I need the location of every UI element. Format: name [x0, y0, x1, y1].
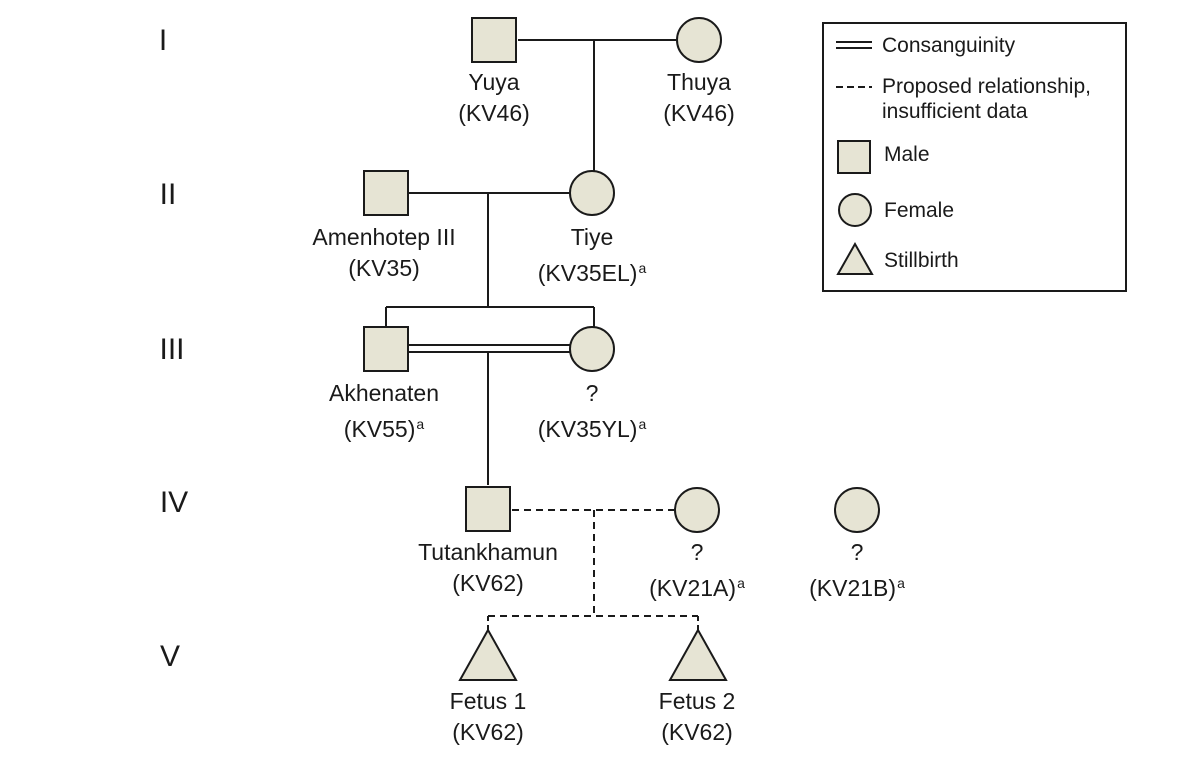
- name-kv21b: ?: [850, 539, 864, 565]
- female-symbol-kv21a: [674, 487, 720, 533]
- legend-female-icon: [838, 193, 872, 227]
- female-symbol-thuya: [676, 17, 722, 63]
- generation-label-5: V: [159, 640, 181, 673]
- label-kv21a: ? (KV21A)a: [649, 537, 745, 604]
- footnote-akhenaten: a: [416, 416, 425, 432]
- legend-consanguinity-label: Consanguinity: [882, 34, 1016, 57]
- generation-label-3: III: [159, 333, 185, 366]
- male-symbol-yuya: [471, 17, 517, 63]
- generation-label-2: II: [159, 178, 177, 211]
- label-fetus1: Fetus 1 (KV62): [450, 686, 527, 748]
- name-amenhotep: Amenhotep III: [312, 224, 456, 250]
- footnote-tiye: a: [638, 260, 647, 276]
- label-amenhotep: Amenhotep III (KV35): [312, 222, 455, 284]
- label-kv35yl: ? (KV35YL)a: [538, 378, 647, 445]
- footnote-kv21b: a: [897, 575, 905, 591]
- male-symbol-amenhotep: [363, 170, 409, 216]
- tomb-tutankhamun: (KV62): [452, 570, 524, 596]
- legend-box: [822, 22, 1127, 292]
- name-kv21a: ?: [690, 539, 704, 565]
- tomb-amenhotep: (KV35): [348, 255, 420, 281]
- name-tutankhamun: Tutankhamun: [418, 539, 558, 565]
- name-akhenaten: Akhenaten: [329, 380, 439, 406]
- tomb-yuya: (KV46): [458, 100, 530, 126]
- label-thuya: Thuya (KV46): [663, 67, 735, 129]
- name-fetus2: Fetus 2: [658, 688, 736, 714]
- label-kv21b: ? (KV21B)a: [809, 537, 905, 604]
- tomb-kv21b: (KV21B): [809, 575, 897, 601]
- legend-stillbirth-label: Stillbirth: [884, 249, 959, 272]
- label-fetus2: Fetus 2 (KV62): [659, 686, 736, 748]
- tomb-thuya: (KV46): [663, 100, 735, 126]
- legend-proposed-label-line2: insufficient data: [882, 100, 1028, 123]
- name-kv35yl: ?: [585, 380, 599, 406]
- legend-stillbirth-icon: [836, 241, 874, 275]
- label-tiye: Tiye (KV35EL)a: [538, 222, 647, 289]
- name-thuya: Thuya: [667, 69, 731, 95]
- name-tiye: Tiye: [570, 224, 614, 250]
- legend-male-label: Male: [884, 143, 930, 166]
- label-akhenaten: Akhenaten (KV55)a: [329, 378, 439, 445]
- tomb-fetus2: (KV62): [661, 719, 733, 745]
- label-yuya: Yuya (KV46): [458, 67, 530, 129]
- female-symbol-tiye: [569, 170, 615, 216]
- tomb-kv35yl: (KV35YL): [537, 416, 638, 442]
- tomb-fetus1: (KV62): [452, 719, 524, 745]
- tomb-tiye: (KV35EL): [537, 260, 638, 286]
- male-symbol-tutankhamun: [465, 486, 511, 532]
- legend-female-label: Female: [884, 199, 955, 222]
- female-symbol-kv21b: [834, 487, 880, 533]
- footnote-kv35yl: a: [638, 416, 647, 432]
- generation-label-4: IV: [159, 486, 189, 519]
- label-tutankhamun: Tutankhamun (KV62): [418, 537, 558, 599]
- name-fetus1: Fetus 1: [449, 688, 527, 714]
- generation-label-1: I: [158, 24, 168, 57]
- female-symbol-kv35yl: [569, 326, 615, 372]
- name-yuya: Yuya: [468, 69, 520, 95]
- tomb-akhenaten: (KV55): [343, 416, 416, 442]
- stillbirth-symbol-fetus2: [668, 627, 728, 681]
- stillbirth-symbol-fetus1: [458, 627, 518, 681]
- legend-proposed-label-line1: Proposed relationship,: [882, 75, 1091, 98]
- tomb-kv21a: (KV21A): [649, 575, 737, 601]
- male-symbol-akhenaten: [363, 326, 409, 372]
- legend-male-icon: [837, 140, 871, 174]
- footnote-kv21a: a: [737, 575, 745, 591]
